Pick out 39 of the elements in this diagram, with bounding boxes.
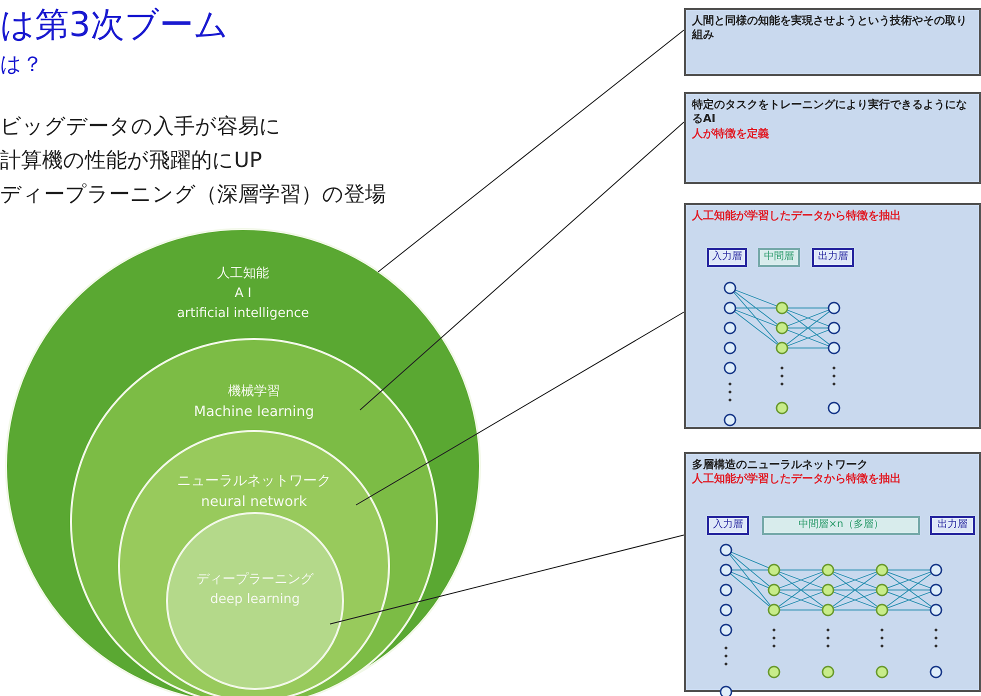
circle-title: ディープラーニング (196, 571, 315, 588)
layer-tag (707, 516, 749, 535)
bullet-text: ディープラーニング（深層学習）の登場 (0, 181, 386, 208)
layer-label: 中間層×n（多層） (798, 518, 884, 531)
description-box (684, 92, 981, 184)
layer-label: 出力層 (817, 250, 849, 263)
description-box (684, 8, 981, 76)
layer-label: 出力層 (936, 518, 968, 531)
description-text: 人工知能が学習したデータから特徴を抽出 (692, 209, 902, 224)
description-text: 人間と同様の知能を実現させようという技術やその取り組み (692, 14, 968, 43)
description-box (684, 203, 981, 429)
circle-subtitle: A I (234, 286, 252, 301)
layer-label: 中間層 (763, 250, 795, 263)
layer-tag (762, 516, 920, 535)
layer-label: 入力層 (711, 250, 743, 263)
layer-label: 入力層 (712, 518, 744, 531)
circle-title: 人工知能 (216, 265, 270, 282)
circle-subtitle: deep learning (209, 592, 301, 607)
leader-line (330, 534, 684, 624)
bullet-text: 計算機の性能が飛躍的にUP (0, 147, 262, 174)
leader-line (360, 122, 684, 410)
title: は第3次ブーム (0, 4, 229, 47)
description-text: 特定のタスクをトレーニングにより実行できるようになるAI (692, 98, 968, 127)
circle-subtitle: artificial intelligence (176, 306, 310, 321)
circle-title: ニューラルネットワーク (176, 472, 332, 490)
layer-tag (812, 248, 854, 267)
layer-tag (930, 516, 975, 535)
leader-line (378, 30, 684, 272)
leader-line (356, 312, 684, 506)
circle-title: 機械学習 (227, 383, 281, 400)
description-text: 人が特徴を定義 (692, 126, 770, 141)
description-text: 多層構造のニューラルネットワーク (692, 458, 869, 472)
circle-subtitle: Machine learning (192, 404, 316, 420)
circle-subtitle: neural network (200, 494, 308, 510)
subtitle: は？ (0, 51, 43, 78)
description-text: 人工知能が学習したデータから特徴を抽出 (692, 472, 902, 487)
layer-tag (707, 248, 747, 267)
layer-tag (758, 248, 800, 267)
bullet-text: ビッグデータの入手が容易に (0, 113, 281, 140)
